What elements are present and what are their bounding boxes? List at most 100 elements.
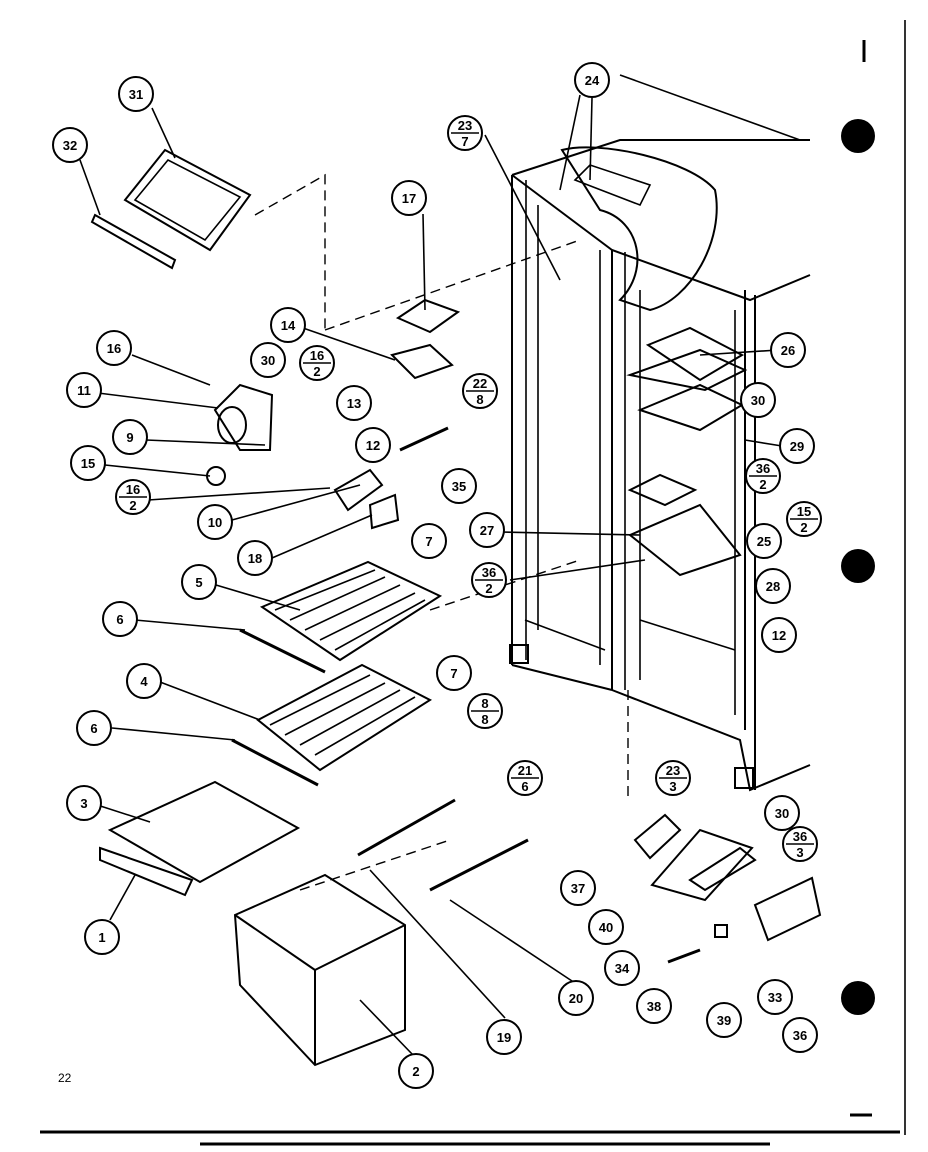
callout-label: 11 [77,383,91,398]
callout-c12a: 12 [355,427,391,463]
callout-circle [52,127,88,163]
callout-c7b: 7 [436,655,472,691]
callout-c3: 3 [66,785,102,821]
rod-35 [399,426,449,452]
callout-circle [441,468,477,504]
callout-circle [76,710,112,746]
callout-c11: 11 [66,372,102,408]
page-number: 22 [58,1071,72,1085]
callout-c14: 14 [270,307,306,343]
page-frame [40,20,906,1146]
callout-c24: 24 [574,62,610,98]
callout-c15-2: 152 [786,501,822,537]
callout-label: 29 [790,439,804,454]
callout-bottom: 8 [476,392,483,407]
callout-c37: 37 [560,870,596,906]
callout-circle [604,950,640,986]
callout-label: 39 [717,1013,731,1028]
callout-top: 22 [473,376,487,391]
callout-c23-7: 237 [447,115,483,151]
callout-c7a: 7 [411,523,447,559]
callout-top: 16 [126,482,140,497]
callout-c9: 9 [112,419,148,455]
callout-label: 35 [452,479,466,494]
callout-bottom: 2 [313,364,320,379]
plate-18 [368,493,400,530]
callout-label: 27 [480,523,494,538]
callout-circle [770,332,806,368]
callout-label: 16 [107,341,121,356]
callout-label: 36 [793,1028,807,1043]
callout-c17: 17 [391,180,427,216]
callout-circle [560,870,596,906]
callout-circle [118,76,154,112]
callout-label: 5 [195,575,202,590]
callout-label: 14 [281,318,296,333]
crisper-drawer-2 [233,873,406,1067]
callout-c38: 38 [636,988,672,1024]
callout-c10: 10 [197,504,233,540]
callout-c22-8: 228 [462,373,498,409]
callout-bottom: 8 [481,712,488,727]
callout-circle [486,1019,522,1055]
callout-circle [588,909,624,945]
callout-label: 12 [366,438,380,453]
light-housing-16 [213,383,274,451]
callout-label: 31 [129,87,143,102]
callout-c25: 25 [746,523,782,559]
callout-label: 40 [599,920,613,935]
callout-c36-2b: 362 [471,562,507,598]
callout-circle [558,980,594,1016]
callout-circle [636,988,672,1024]
callout-c36-3: 363 [782,826,818,862]
callout-c8-8: 88 [467,693,503,729]
callout-label: 30 [775,806,789,821]
callout-circle [740,382,776,418]
callout-c6b: 6 [76,710,112,746]
thermostat-10 [333,468,384,512]
shelf-4 [256,663,433,772]
callout-circle [197,504,233,540]
callout-c35: 35 [441,468,477,504]
callout-circle [237,540,273,576]
callout-circle [574,62,610,98]
callout-c5: 5 [181,564,217,600]
shelf-5 [259,560,443,662]
callout-circle [398,1053,434,1089]
callout-c40: 40 [588,909,624,945]
callout-label: 30 [261,353,275,368]
callout-c23-3: 233 [655,760,691,796]
callout-top: 21 [518,763,532,778]
callout-c30c: 30 [764,795,800,831]
callout-circle [746,523,782,559]
callout-c16-2b: 162 [115,479,151,515]
callout-c36-2a: 362 [745,458,781,494]
callout-c32: 32 [52,127,88,163]
callout-top: 16 [310,348,324,363]
callout-circle [411,523,447,559]
callout-top: 36 [482,565,496,580]
callout-c34: 34 [604,950,640,986]
callout-circle [779,428,815,464]
callout-bottom: 3 [796,845,803,860]
callout-top: 36 [793,829,807,844]
callout-circle [355,427,391,463]
callout-label: 24 [585,73,600,88]
slide-rails-19-20 [357,798,529,892]
callout-top: 8 [481,696,488,711]
ice-tray-31 [123,148,252,252]
callout-label: 30 [751,393,765,408]
callout-circle [782,1017,818,1053]
callout-label: 12 [772,628,786,643]
callout-circle [270,307,306,343]
callout-circle [469,512,505,548]
callout-bottom: 2 [485,581,492,596]
callout-c20: 20 [558,980,594,1016]
callout-c19: 19 [486,1019,522,1055]
control-box-14 [390,343,454,380]
callout-c12b: 12 [761,617,797,653]
callout-bottom: 6 [521,779,528,794]
callout-circle [96,330,132,366]
callout-c21-6: 216 [507,760,543,796]
